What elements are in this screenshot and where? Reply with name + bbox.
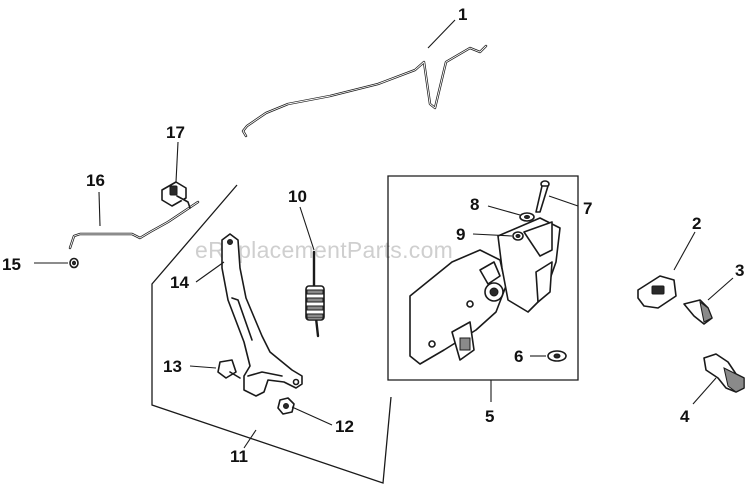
callout-8: 8 [470,195,479,214]
part-9-nut[interactable] [512,231,524,241]
part-11-group-outline [151,184,392,484]
callout-6: 6 [514,347,523,366]
part-12-nut[interactable] [277,397,295,415]
part-1-rod[interactable] [241,44,488,138]
part-5-group-box [387,175,579,381]
part-6-washer[interactable] [547,350,567,362]
callout-15: 15 [2,255,21,274]
callout-12: 12 [335,417,354,436]
callout-4: 4 [680,407,690,426]
callout-7: 7 [583,199,592,218]
part-3-bolt[interactable] [683,299,713,325]
part-15-nut[interactable] [69,257,79,269]
callout-1: 1 [458,5,467,24]
part-5-bracket-assembly[interactable] [409,217,561,365]
callout-13: 13 [163,357,182,376]
callout-16: 16 [86,171,105,190]
part-10-spring[interactable] [305,250,325,338]
callout-14: 14 [170,273,189,292]
part-16-rod[interactable] [68,200,200,250]
callout-9: 9 [456,225,465,244]
part-8-washer[interactable] [519,212,535,222]
leader-lines [34,19,734,449]
callout-labels: 1 2 3 4 5 6 7 8 9 10 11 12 13 14 15 16 1… [2,5,744,466]
callout-3: 3 [735,261,744,280]
callout-10: 10 [288,187,307,206]
callout-17: 17 [166,123,185,142]
part-2-clip[interactable] [637,275,677,309]
part-14-lever[interactable] [221,233,303,397]
callout-5: 5 [485,407,494,426]
callout-11: 11 [230,447,248,466]
part-13-bolt[interactable] [217,359,241,379]
callout-2: 2 [692,214,701,233]
part-17-clip[interactable] [161,181,191,209]
part-7-screw[interactable] [535,180,550,213]
part-4-shoulder-bolt[interactable] [703,353,745,393]
